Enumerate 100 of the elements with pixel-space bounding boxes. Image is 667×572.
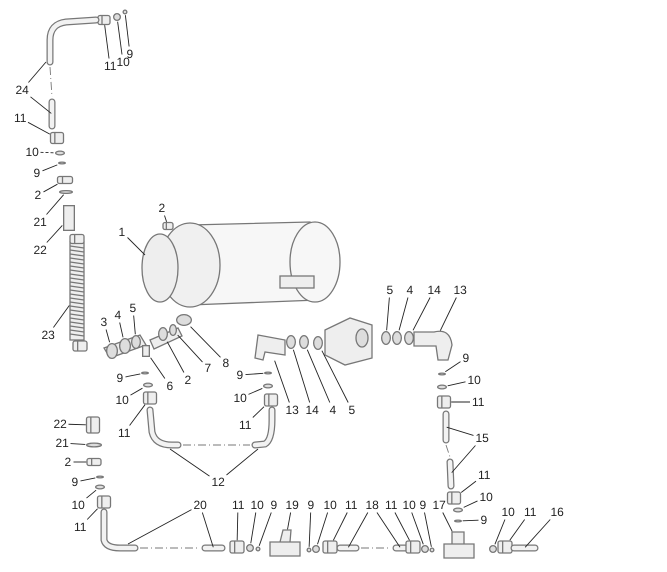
leader-line — [166, 341, 184, 373]
leader-line — [442, 512, 453, 532]
leader-line — [252, 406, 264, 418]
union-nut-drawing — [97, 14, 111, 26]
leader-line — [317, 512, 328, 545]
leader-line — [321, 350, 349, 403]
callout-number: 14 — [426, 284, 442, 296]
washer-drawing — [312, 545, 320, 553]
leader-line — [117, 21, 122, 55]
callout-number: 10 — [232, 392, 248, 404]
leader-line — [412, 297, 431, 331]
callout-number: 9 — [236, 368, 244, 382]
callout-number: 11 — [384, 498, 398, 512]
ring-drawing — [392, 331, 402, 345]
washer-drawing — [122, 10, 128, 14]
leader-line — [43, 184, 58, 192]
ring-drawing — [404, 331, 414, 345]
pipe-drawing — [202, 544, 226, 552]
callout-number: 5 — [128, 302, 138, 314]
leader-line — [28, 62, 46, 83]
ring-drawing — [131, 335, 141, 349]
leader-line — [52, 305, 70, 328]
callout-number: 9 — [418, 498, 428, 512]
adapter-drawing — [63, 205, 75, 231]
callout-number: 10 — [478, 490, 494, 504]
leader-line — [398, 297, 408, 331]
leader-line — [462, 520, 479, 522]
washer-drawing — [246, 544, 254, 552]
leader-line — [411, 512, 424, 545]
washer-drawing — [113, 13, 121, 21]
union-nut-drawing — [229, 540, 245, 554]
leader-line — [86, 490, 97, 498]
pipe-drawing — [510, 544, 538, 552]
callout-number: 4 — [406, 284, 414, 296]
washer-drawing — [489, 545, 497, 553]
leader-line — [306, 349, 330, 403]
union-nut-drawing — [436, 395, 452, 409]
leader-line — [287, 512, 292, 530]
leader-line — [190, 326, 221, 358]
leader-line — [524, 519, 551, 548]
callout-number: 10 — [114, 394, 130, 406]
callout-number: 3 — [100, 316, 108, 328]
washer-drawing — [306, 548, 312, 552]
leader-line — [424, 512, 432, 548]
callout-number: 9 — [70, 476, 80, 488]
washer-drawing — [96, 476, 104, 478]
ring-drawing — [381, 331, 391, 345]
callout-number: 8 — [222, 356, 230, 370]
callout-number: 16 — [550, 506, 565, 518]
ring-drawing — [119, 338, 131, 354]
washer-drawing — [437, 384, 447, 390]
leader-line — [128, 509, 192, 544]
leader-line — [70, 443, 86, 445]
washer-drawing — [86, 442, 102, 448]
washer-drawing — [454, 520, 462, 522]
tee-fitting-drawing — [443, 531, 475, 559]
centre-line — [182, 444, 250, 446]
nut-drawing — [86, 458, 102, 466]
leader-line — [104, 24, 110, 59]
washer-drawing — [58, 162, 66, 164]
pipe-drawing — [336, 544, 360, 552]
pipe-drawing — [146, 406, 182, 448]
callout-number: 9 — [306, 498, 316, 512]
leader-line — [494, 519, 506, 545]
nut-drawing — [162, 222, 174, 230]
pipe-drawing — [252, 406, 276, 448]
ring-drawing — [158, 327, 168, 341]
leader-line — [80, 478, 96, 482]
elbow-fitting-drawing — [254, 334, 286, 361]
callout-number: 22 — [32, 244, 48, 256]
ring-drawing — [169, 324, 177, 336]
washer-drawing — [143, 382, 153, 388]
callout-number: 18 — [364, 498, 380, 512]
leader-line — [463, 500, 478, 508]
leader-line — [332, 512, 348, 541]
washer-drawing — [256, 546, 260, 552]
adapter-drawing — [86, 416, 100, 434]
washer-drawing — [421, 545, 429, 553]
ring-drawing — [286, 335, 296, 349]
leader-line — [509, 519, 526, 541]
leader-line — [446, 426, 474, 436]
union-nut-drawing — [264, 393, 278, 407]
pipe-drawing — [446, 458, 454, 490]
leader-line — [250, 512, 256, 544]
washer-drawing — [430, 548, 434, 552]
union-nut-drawing — [446, 491, 462, 505]
callout-number: 19 — [284, 498, 300, 512]
leader-line — [202, 512, 214, 548]
tee-fitting-drawing — [142, 345, 150, 357]
leader-line — [125, 374, 141, 378]
ring-drawing — [299, 335, 309, 349]
callout-number: 4 — [328, 404, 338, 416]
centre-line — [446, 444, 450, 458]
callout-number: 5 — [386, 284, 394, 296]
leader-line — [42, 164, 58, 172]
leader-line — [226, 448, 258, 476]
tee-fitting-drawing — [269, 529, 301, 557]
callout-number: 24 — [14, 84, 30, 96]
washer-drawing — [141, 372, 149, 374]
leader-line — [274, 360, 290, 403]
